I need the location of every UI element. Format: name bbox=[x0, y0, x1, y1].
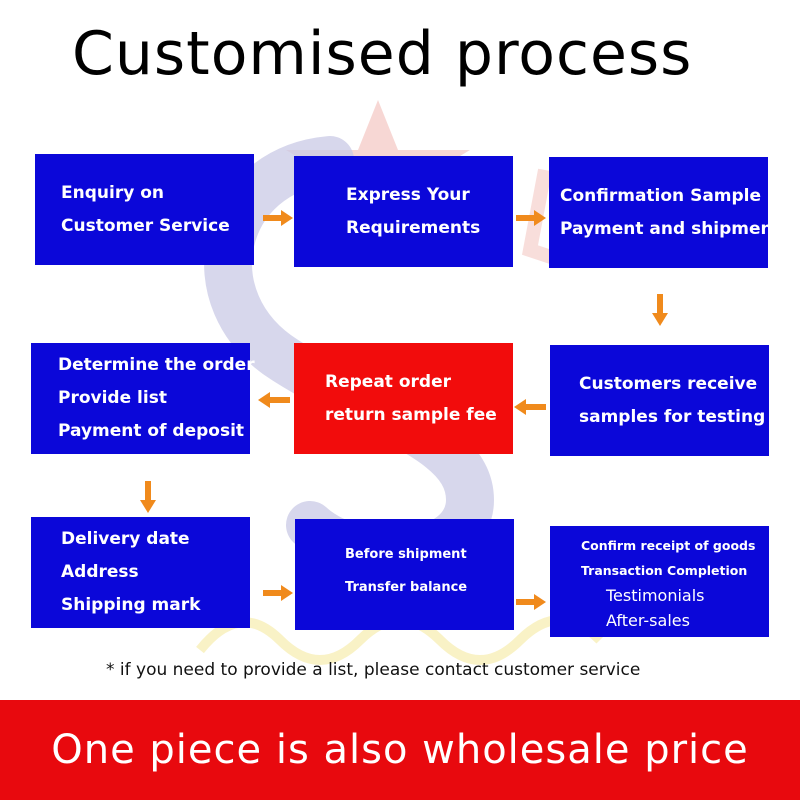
step-line: Confirm receipt of goods bbox=[581, 537, 756, 553]
step-line: Delivery date bbox=[61, 529, 190, 549]
step-line: Repeat order bbox=[325, 371, 451, 392]
arrow-left-icon bbox=[514, 399, 546, 415]
footnote: * if you need to provide a list, please … bbox=[106, 660, 641, 680]
step-determine-box: Determine the order Provide list Payment… bbox=[31, 343, 255, 454]
step-line: Shipping mark bbox=[61, 595, 201, 615]
step-line: Transaction Completion bbox=[581, 562, 748, 578]
step-line: Customers receive bbox=[579, 373, 758, 394]
step-delivery-box: Delivery date Address Shipping mark bbox=[31, 517, 250, 628]
step-line: Customer Service bbox=[61, 215, 230, 236]
step-line: After-sales bbox=[606, 610, 690, 630]
step-line: return sample fee bbox=[325, 404, 497, 425]
arrow-right-icon bbox=[516, 594, 546, 610]
step-line: Payment and shipment bbox=[560, 218, 781, 239]
step-line: Express Your bbox=[346, 184, 470, 205]
arrow-left-icon bbox=[258, 392, 290, 408]
step-express-box: Express Your Requirements bbox=[294, 156, 513, 267]
step-confirm-receipt-box: Confirm receipt of goods Transaction Com… bbox=[550, 526, 769, 637]
step-enquiry-box: Enquiry on Customer Service bbox=[35, 154, 254, 265]
step-line: Address bbox=[61, 562, 139, 582]
step-repeat-box: Repeat order return sample fee bbox=[294, 343, 513, 454]
arrow-right-icon bbox=[263, 585, 293, 601]
step-line: Confirmation Sample bbox=[560, 185, 762, 206]
promo-banner: One piece is also wholesale price bbox=[0, 700, 800, 800]
banner-text: One piece is also wholesale price bbox=[51, 727, 749, 773]
step-line: Transfer balance bbox=[345, 579, 468, 595]
arrow-down-icon bbox=[652, 294, 668, 326]
step-line: Before shipment bbox=[345, 546, 467, 562]
arrow-right-icon bbox=[516, 210, 546, 226]
step-line: Enquiry on bbox=[61, 182, 164, 203]
arrow-right-icon bbox=[263, 210, 293, 226]
step-before-shipment-box: Before shipment Transfer balance bbox=[295, 519, 514, 630]
step-line: Testimonials bbox=[606, 585, 705, 605]
step-receive-box: Customers receive samples for testing bbox=[550, 345, 769, 456]
step-confirmation-box: Confirmation Sample Payment and shipment bbox=[549, 157, 781, 268]
step-line: samples for testing bbox=[579, 406, 766, 427]
step-line: Provide list bbox=[58, 388, 167, 408]
step-line: Determine the order bbox=[58, 355, 255, 375]
step-line: Requirements bbox=[346, 217, 481, 238]
arrow-down-icon bbox=[140, 481, 156, 513]
step-line: Payment of deposit bbox=[58, 421, 245, 441]
page-title: Customised process bbox=[72, 19, 693, 89]
